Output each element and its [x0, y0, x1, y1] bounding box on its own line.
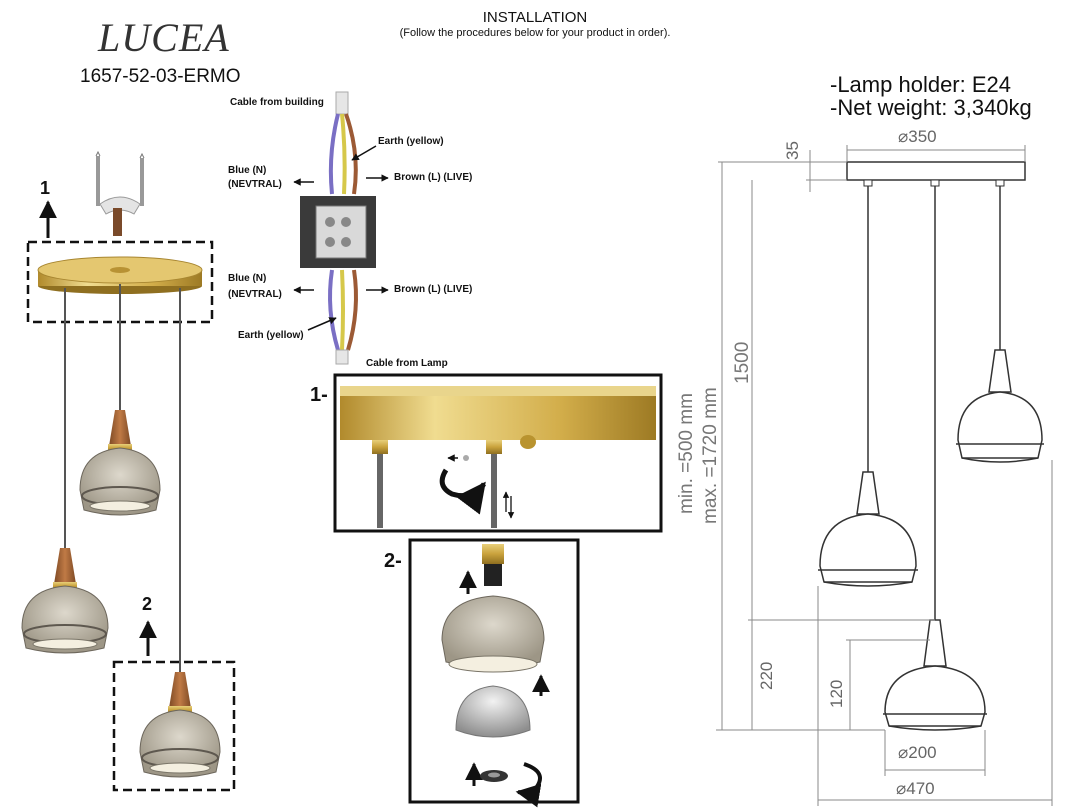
- canopy-outline: [846, 161, 1026, 181]
- dim-height-1500: 1500: [732, 342, 753, 384]
- pendant-shade: [21, 548, 109, 654]
- canopy: [37, 256, 203, 294]
- label-cable-from-lamp: Cable from Lamp: [366, 358, 448, 369]
- pendant-shade: [139, 672, 221, 778]
- wiring-diagram: [293, 91, 389, 365]
- product-view: [21, 150, 236, 792]
- dim-height-35: 35: [783, 141, 802, 160]
- detail-step-2: 2-: [384, 550, 402, 572]
- brand-logo: LUCEA: [98, 15, 230, 60]
- label-cable-from-building: Cable from building: [230, 97, 324, 108]
- pendant-shade: [79, 410, 161, 516]
- specs-block: -Lamp holder: E24 -Net weight: 3,340kg: [830, 73, 1032, 119]
- dim-height-220: 220: [757, 662, 776, 690]
- net-weight-spec: -Net weight: 3,340kg: [830, 95, 1032, 120]
- label-earth-top: Earth (yellow): [378, 136, 444, 147]
- dim-diameter-350: ⌀350: [898, 127, 937, 146]
- lamp-holder-spec: -Lamp holder: E24: [830, 72, 1011, 97]
- model-number: 1657-52-03-ERMO: [80, 66, 241, 87]
- step-number-1: 1: [40, 178, 51, 198]
- dim-height-120: 120: [827, 680, 846, 708]
- label-brown-top: Brown (L) (LIVE): [394, 172, 473, 183]
- detail-step-1: 1-: [310, 384, 328, 406]
- mounting-hardware: [95, 150, 145, 236]
- pendant-highlight-box: [112, 660, 236, 792]
- label-blue-bottom: Blue (N): [228, 273, 267, 284]
- label-brown-bottom: Brown (L) (LIVE): [394, 284, 473, 295]
- label-blue-top: Blue (N): [228, 165, 267, 176]
- dim-diameter-470: ⌀470: [896, 779, 935, 798]
- label-nevtral-bottom: (NEVTRAL): [228, 289, 282, 300]
- technical-drawing: [818, 161, 1044, 731]
- dim-max-length: max. =1720 mm: [700, 387, 721, 524]
- step-number-2: 2: [142, 594, 153, 614]
- pendant-outline: [818, 471, 918, 587]
- dim-diameter-200: ⌀200: [898, 743, 937, 762]
- label-nevtral-top: (NEVTRAL): [228, 179, 282, 190]
- pendant-outline: [956, 349, 1044, 463]
- rotate-arrow-icon: [515, 762, 542, 808]
- dimension-lines: [716, 145, 1053, 806]
- label-earth-bottom: Earth (yellow): [238, 330, 304, 341]
- detail-2-panel: [408, 538, 580, 808]
- installation-title: INSTALLATION: [482, 9, 588, 26]
- installation-subtitle: (Follow the procedures below for your pr…: [399, 27, 671, 39]
- terminal-block: [300, 196, 376, 268]
- detail-1-panel: [333, 373, 663, 533]
- pendant-outline: [883, 619, 987, 731]
- rotate-arrow-icon: [439, 468, 486, 515]
- dim-min-length: min. =500 mm: [676, 393, 697, 514]
